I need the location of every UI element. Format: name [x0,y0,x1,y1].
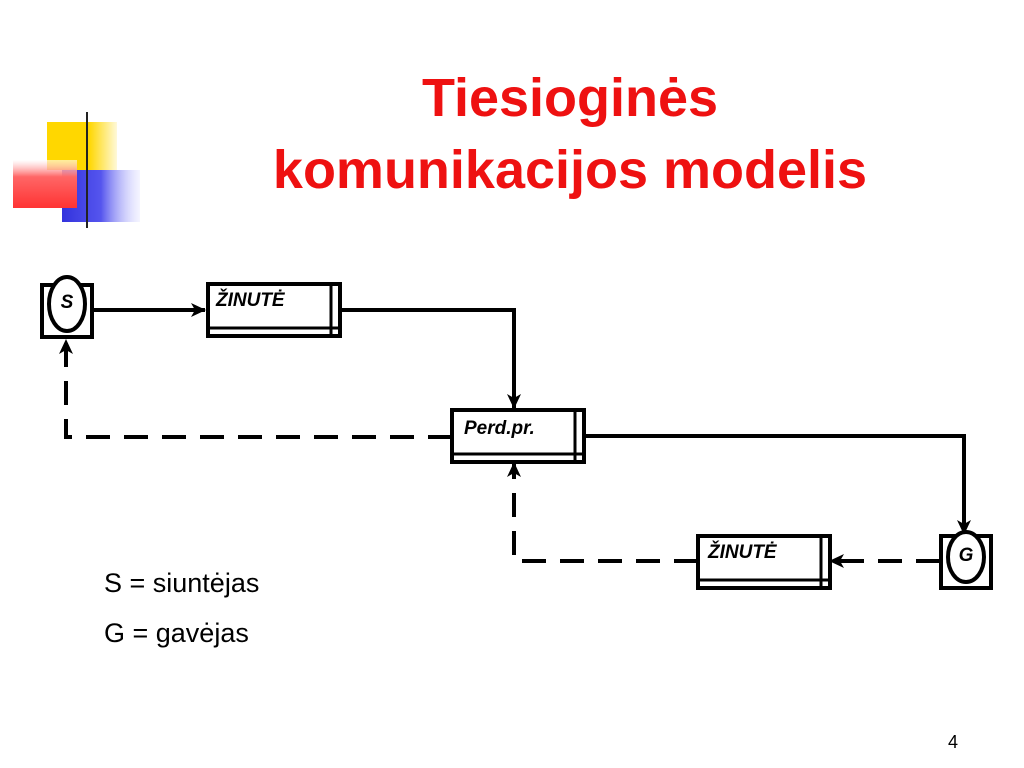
page-number: 4 [948,732,959,752]
arrow-message-to-channel [340,308,521,409]
channel-box: Perd.pr. [450,408,586,464]
slide-title: Tiesioginės komunikacijos modelis [140,62,1000,206]
message-box-top: ŽINUTĖ [206,282,342,338]
feedback-channel-to-sender [59,339,452,439]
decorative-corner-squares [13,112,200,228]
slide-title-line-2: komunikacijos modelis [272,140,868,200]
message-box-top-label: ŽINUTĖ [215,289,286,311]
slide-title-line-1: Tiesioginės [421,68,719,128]
feedback-message-to-channel [507,462,698,563]
arrow-channel-to-receiver [584,434,971,535]
message-box-bottom: ŽINUTĖ [696,534,832,590]
legend-sender: S = siuntėjas [104,568,260,598]
receiver-node: G [939,530,993,590]
message-box-bottom-label: ŽINUTĖ [707,541,778,563]
legend-receiver: G = gavėjas [104,618,249,648]
sender-node-label: S [61,292,74,313]
receiver-node-label: G [959,545,974,566]
sender-node: S [40,275,94,339]
channel-box-label: Perd.pr. [464,418,535,439]
